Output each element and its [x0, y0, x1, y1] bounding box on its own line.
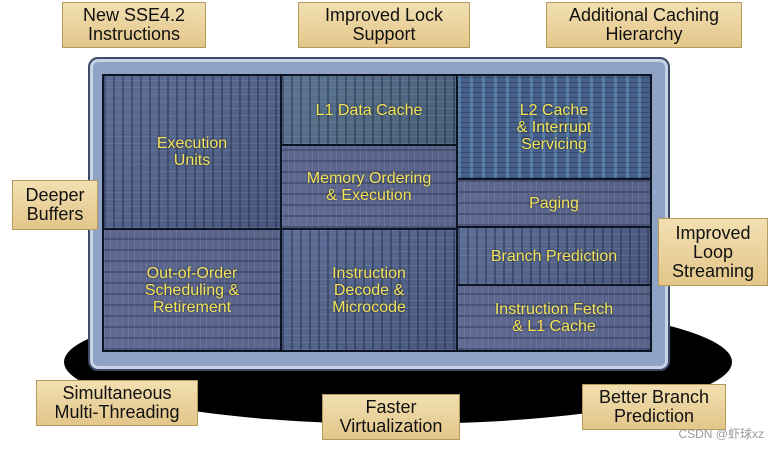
callout-branch-prediction: Better Branch Prediction	[582, 384, 726, 430]
execution-units-label: Execution Units	[156, 135, 228, 169]
watermark: CSDN @虾球xz	[678, 427, 764, 441]
memory-ordering-label: Memory Ordering & Execution	[306, 170, 432, 204]
block-instruction-fetch: Instruction Fetch & L1 Cache	[456, 284, 652, 352]
block-l2-cache: L2 Cache & Interrupt Servicing	[456, 74, 652, 180]
paging-label: Paging	[529, 194, 579, 212]
block-paging: Paging	[456, 178, 652, 228]
callout-loop-streaming: Improved Loop Streaming	[658, 218, 768, 286]
out-of-order-label: Out-of-Order Scheduling & Retirement	[144, 264, 240, 316]
callout-lock-support: Improved Lock Support	[298, 2, 470, 48]
callout-faster-virtualization: Faster Virtualization	[322, 394, 460, 440]
callout-smt: Simultaneous Multi-Threading	[36, 380, 198, 426]
callout-deeper-buffers: Deeper Buffers	[12, 180, 98, 230]
l2-cache-label: L2 Cache & Interrupt Servicing	[516, 101, 592, 153]
l1-data-cache-label: L1 Data Cache	[315, 101, 423, 119]
branch-prediction-label: Branch Prediction	[490, 247, 618, 265]
block-instruction-decode: Instruction Decode & Microcode	[280, 228, 458, 352]
instruction-fetch-label: Instruction Fetch & L1 Cache	[494, 301, 614, 335]
callout-sse42: New SSE4.2 Instructions	[62, 2, 206, 48]
processor-die: Execution Units Out-of-Order Scheduling …	[102, 74, 652, 352]
block-memory-ordering: Memory Ordering & Execution	[280, 144, 458, 230]
block-out-of-order: Out-of-Order Scheduling & Retirement	[102, 228, 282, 352]
block-branch-prediction: Branch Prediction	[456, 226, 652, 286]
block-execution-units: Execution Units	[102, 74, 282, 230]
block-l1-data-cache: L1 Data Cache	[280, 74, 458, 146]
instruction-decode-label: Instruction Decode & Microcode	[332, 264, 406, 316]
callout-caching-hierarchy: Additional Caching Hierarchy	[546, 2, 742, 48]
